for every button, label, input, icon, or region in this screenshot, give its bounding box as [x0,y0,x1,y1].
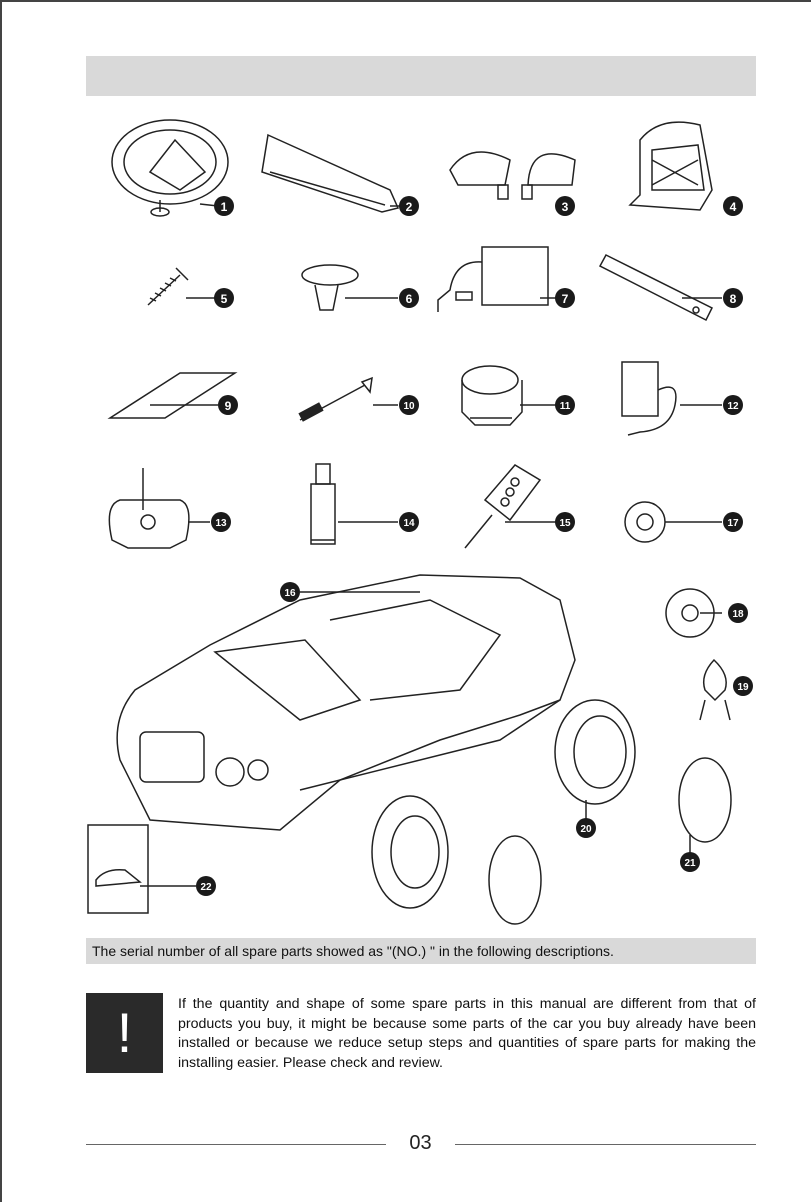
callout-10: 10 [399,395,419,415]
callout-17: 17 [723,512,743,532]
callout-8: 8 [723,288,743,308]
steering-wheel-icon [111,119,229,217]
callout-9: 9 [218,395,238,415]
screw-icon [147,267,189,306]
windshield-icon [261,133,400,213]
axle-pin-icon [298,376,373,422]
svg-text:10: 10 [403,401,415,412]
glue-tube-icon [310,463,336,545]
footer-rule-left [86,1144,386,1145]
wrench-bar-icon [598,254,714,322]
key-icon [464,464,542,549]
svg-text:6: 6 [406,292,413,306]
lock-nut-icon [624,501,666,543]
battery-icon [437,246,549,312]
seat-icon [628,121,713,211]
callout-16: 16 [280,582,300,602]
svg-text:20: 20 [580,824,592,835]
serial-number-note: The serial number of all spare parts sho… [86,938,756,964]
svg-text:2: 2 [406,200,413,214]
callout-3: 3 [555,196,575,216]
svg-text:19: 19 [737,682,749,693]
svg-text:5: 5 [221,292,228,306]
callout-14: 14 [399,512,419,532]
page-frame-left [0,0,2,1202]
header-band [86,56,756,96]
callout-19: 19 [733,676,753,696]
svg-text:3: 3 [562,200,569,214]
callout-20: 20 [576,818,596,838]
callout-15: 15 [555,512,575,532]
cotter-pin-icon [699,658,731,721]
svg-text:17: 17 [727,518,739,529]
svg-text:7: 7 [562,292,569,306]
hubcap-icon [488,757,732,925]
hex-nut-icon [461,365,523,426]
plate-icon [107,372,238,419]
manual-booklet-icon [87,824,149,914]
steering-shaft-icon [301,264,359,311]
callout-1: 1 [214,196,234,216]
page-number: 03 [409,1132,432,1154]
callout-13: 13 [211,512,231,532]
svg-text:4: 4 [730,200,737,214]
svg-text:9: 9 [225,399,232,413]
warning-box: ! [86,993,163,1073]
exclamation-icon: ! [116,1001,133,1064]
callout-5: 5 [214,288,234,308]
callout-4: 4 [723,196,743,216]
callout-11: 11 [555,395,575,415]
callout-21: 21 [680,852,700,872]
footer-rule-right [455,1144,756,1145]
remote-control-icon [108,468,190,549]
svg-text:18: 18 [732,609,744,620]
callout-18: 18 [728,603,748,623]
charger-icon [621,361,677,436]
callout-22: 22 [196,876,216,896]
callout-7: 7 [555,288,575,308]
wheel-icon [371,699,636,909]
notice-paragraph: If the quantity and shape of some spare … [178,996,756,1071]
car-body-icon [116,574,576,831]
page-frame-top [0,0,811,2]
svg-text:15: 15 [559,518,571,529]
svg-text:14: 14 [403,518,415,529]
svg-text:8: 8 [730,292,737,306]
svg-text:16: 16 [284,588,296,599]
callout-2: 2 [399,196,419,216]
svg-text:11: 11 [560,401,571,412]
svg-text:21: 21 [684,858,696,869]
svg-text:1: 1 [221,200,228,214]
callout-6: 6 [399,288,419,308]
svg-text:12: 12 [727,401,739,412]
callout-12: 12 [723,395,743,415]
side-mirrors-icon [449,151,576,200]
svg-text:22: 22 [200,882,212,893]
svg-text:13: 13 [215,518,227,529]
parts-diagram: 1 2 3 4 5 6 7 8 9 10 11 12 13 14 15 17 1… [87,119,753,925]
